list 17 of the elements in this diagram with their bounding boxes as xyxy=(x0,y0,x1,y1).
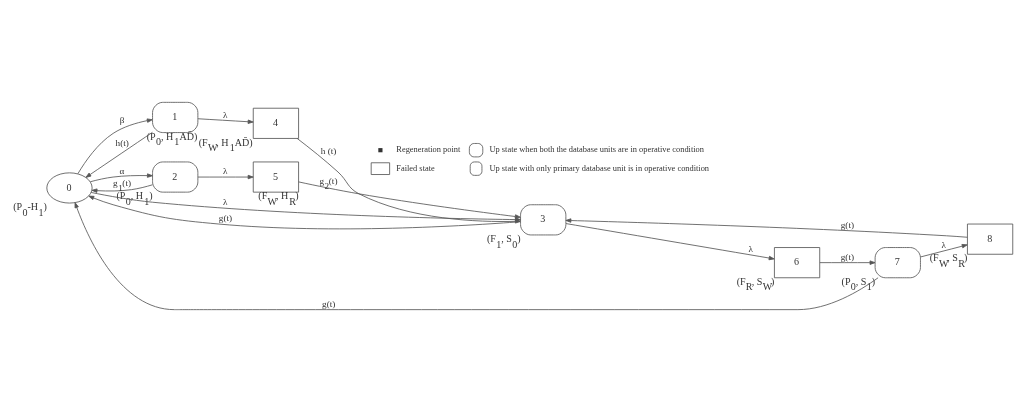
edge-label: λ xyxy=(941,240,946,251)
legend-label: Up state with only primary database unit is in operative condition xyxy=(489,163,710,173)
edge-label: g(t) xyxy=(840,220,855,231)
edge-label: λ xyxy=(748,244,753,255)
edge-label: λ xyxy=(223,197,228,208)
edge-label: g(t) xyxy=(322,298,336,309)
edge-label: g(t) xyxy=(218,213,233,224)
edge-label: α xyxy=(119,165,125,176)
edge-label: λ xyxy=(223,166,228,177)
legend-label: Regeneration point xyxy=(396,145,461,155)
edge-label: h(t) xyxy=(115,137,129,148)
edge-label: λ xyxy=(223,110,228,121)
legend-label: Up state when both the database units are in operative condition xyxy=(489,145,704,155)
legend-label: Failed state xyxy=(396,163,435,173)
edge-label: g(t) xyxy=(840,251,855,262)
edge-label: β xyxy=(119,115,125,126)
edge-label: h (t) xyxy=(320,146,337,157)
